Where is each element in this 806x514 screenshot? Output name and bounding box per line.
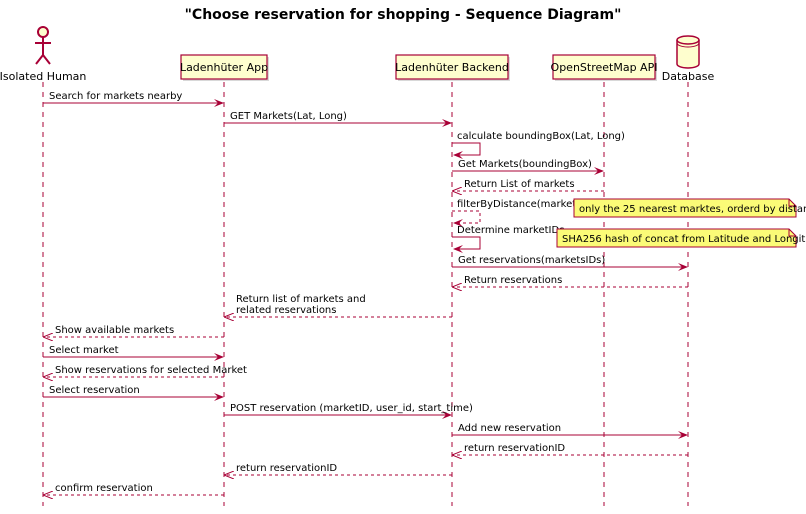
- message-8: Get reservations(marketsIDs): [452, 255, 688, 271]
- note-text: only the 25 nearest marktes, orderd by d…: [579, 204, 806, 215]
- message-label: Search for markets nearby: [49, 91, 182, 102]
- message-7: Determine marketIDs: [452, 225, 564, 253]
- note-box: [573, 198, 797, 218]
- message-label: Select market: [49, 345, 119, 356]
- participant-app: Ladenhüter App: [180, 54, 269, 81]
- note-1: only the 25 nearest marktes, orderd by d…: [573, 198, 806, 218]
- message-19: confirm reservation: [44, 483, 224, 495]
- participant-box: [552, 54, 656, 80]
- message-14: Select reservation: [43, 385, 224, 401]
- message-label: return reservationID: [464, 443, 565, 454]
- participant-label: Database: [662, 70, 715, 83]
- participants: Isolated Human Ladenhüter App Ladenhüter B…: [0, 26, 715, 83]
- message-label: Get Markets(boundingBox): [458, 159, 592, 170]
- message-2: GET Markets(Lat, Long): [224, 111, 452, 127]
- message-label: GET Markets(Lat, Long): [230, 111, 347, 122]
- message-label: Show reservations for selected Market: [55, 365, 247, 376]
- notes: only the 25 nearest marktes, orderd by d…: [556, 198, 806, 248]
- message-label: Get reservations(marketsIDs): [458, 255, 605, 266]
- message-11: Show available markets: [44, 325, 224, 337]
- message-label: POST reservation (marketID, user_id, sta…: [230, 403, 473, 414]
- message-13: Show reservations for selected Market: [44, 365, 247, 377]
- self-message-arrow: [452, 142, 481, 159]
- diagram-title: "Choose reservation for shopping - Seque…: [185, 7, 622, 23]
- message-6: filterByDistance(markets): [452, 199, 585, 227]
- message-label: confirm reservation: [55, 483, 153, 494]
- participant-osm: OpenStreetMap API: [551, 54, 658, 81]
- note-2: SHA256 hash of concat from Latitude and …: [556, 228, 806, 248]
- participant-label: OpenStreetMap API: [551, 61, 658, 74]
- participant-label: Ladenhüter Backend: [395, 61, 509, 74]
- message-18: return reservationID: [225, 463, 452, 475]
- self-message-arrow: [452, 236, 481, 253]
- message-label: filterByDistance(markets): [457, 199, 585, 210]
- message-label: calculate boundingBox(Lat, Long): [457, 131, 625, 142]
- message-label: Add new reservation: [458, 423, 561, 434]
- database-icon: [676, 35, 700, 69]
- message-5: Return List of markets: [453, 179, 604, 191]
- message-17: return reservationID: [453, 443, 688, 455]
- message-12: Select market: [43, 345, 224, 361]
- message-4: Get Markets(boundingBox): [452, 159, 604, 175]
- note-text: SHA256 hash of concat from Latitude and …: [562, 234, 806, 245]
- message-9: Return reservations: [453, 275, 688, 287]
- message-label: related reservations: [236, 305, 336, 316]
- message-label: Determine marketIDs: [457, 225, 564, 236]
- message-label: return reservationID: [236, 463, 337, 474]
- participant-db: Database: [662, 35, 715, 83]
- participant-label: Ladenhüter App: [180, 61, 268, 74]
- note-box: [556, 228, 797, 248]
- message-1: Search for markets nearby: [43, 91, 224, 107]
- message-label: Return list of markets and: [236, 294, 366, 305]
- actor-icon: [35, 26, 51, 65]
- participant-backend: Ladenhüter Backend: [395, 54, 510, 81]
- participant-box: [180, 54, 268, 80]
- message-16: Add new reservation: [452, 423, 688, 439]
- participant-human: Isolated Human: [0, 26, 86, 83]
- message-label: Return reservations: [464, 275, 562, 286]
- message-3: calculate boundingBox(Lat, Long): [452, 131, 625, 159]
- participant-box: [395, 54, 509, 80]
- message-label: Select reservation: [49, 385, 140, 396]
- message-label: Return List of markets: [464, 179, 575, 190]
- participant-label: Isolated Human: [0, 70, 86, 83]
- message-15: POST reservation (marketID, user_id, sta…: [224, 403, 473, 419]
- self-message-arrow: [452, 210, 481, 227]
- message-label: Show available markets: [55, 325, 174, 336]
